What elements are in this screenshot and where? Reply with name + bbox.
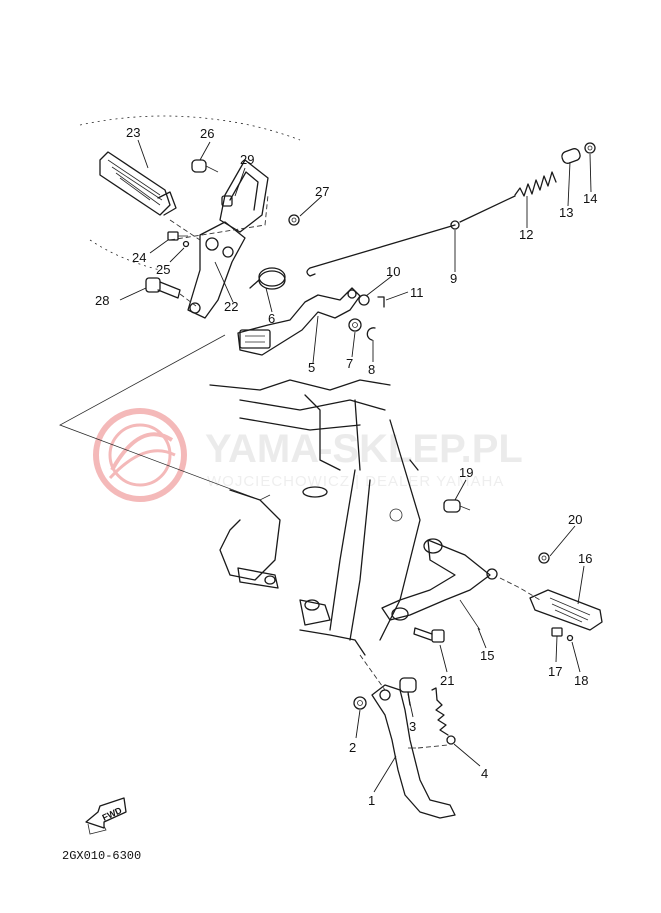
part-25-pin	[182, 240, 190, 248]
callout-14: 14	[583, 191, 597, 206]
part-15-bracket	[381, 538, 498, 631]
callout-7: 7	[346, 356, 353, 371]
part-6-spring	[249, 267, 286, 290]
part-18-pin	[566, 634, 574, 642]
part-22-bracket	[169, 194, 269, 319]
watermark-brand: YAMA-SKLEP.PL	[205, 427, 523, 471]
callout-2: 2	[349, 740, 356, 755]
callout-3: 3	[409, 719, 416, 734]
part-17-pin	[551, 627, 563, 637]
part-16-footpeg	[529, 589, 603, 631]
callout-28: 28	[95, 293, 109, 308]
part-20-nut	[538, 552, 550, 564]
part-24-bolt	[167, 231, 188, 241]
part-23-footpeg	[99, 151, 177, 216]
frame-section	[209, 379, 421, 656]
callout-19: 19	[459, 465, 473, 480]
part-12-spring	[459, 171, 557, 223]
watermark: YAMA-SKLEP.PL WOJCIECHOWICZ | DEALER YAM…	[93, 408, 523, 502]
part-5-brake-pedal	[237, 287, 361, 356]
part-11-pin	[377, 296, 385, 308]
part-8-clip	[366, 327, 376, 341]
part-13-joint	[561, 148, 581, 164]
fwd-arrow-icon	[85, 797, 127, 835]
part-10-washer	[358, 294, 370, 306]
callout-13: 13	[559, 205, 573, 220]
callout-8: 8	[368, 362, 375, 377]
callout-11: 11	[410, 285, 424, 300]
callout-12: 12	[519, 227, 533, 242]
part-7-washer	[348, 318, 362, 332]
callout-23: 23	[126, 125, 140, 140]
part-28-bolt	[145, 277, 197, 307]
part-1-sidestand	[359, 654, 456, 819]
callout-numbers: 1 2 3 4 5 6 7 8 9 10 11 12 13 14 15 16 1…	[95, 125, 597, 808]
part-21-bolt	[413, 627, 445, 643]
callout-6: 6	[268, 311, 275, 326]
callout-27: 27	[315, 184, 329, 199]
callout-25: 25	[156, 262, 170, 277]
callout-26: 26	[200, 126, 214, 141]
callout-4: 4	[481, 766, 488, 781]
fwd-label: FWD	[101, 805, 124, 823]
watermark-sub: WOJCIECHOWICZ | DEALER YAMAHA	[207, 473, 504, 490]
callout-22: 22	[224, 299, 238, 314]
part-27-nut	[288, 214, 300, 226]
part-4-spring	[417, 687, 456, 749]
callout-16: 16	[578, 551, 592, 566]
diagram-code: 2GX010-6300	[62, 849, 141, 863]
callout-10: 10	[386, 264, 400, 279]
callout-17: 17	[548, 664, 562, 679]
callout-18: 18	[574, 673, 588, 688]
watermark-logo-icon	[93, 408, 187, 502]
part-19-pin	[443, 499, 471, 513]
callout-29: 29	[240, 152, 254, 167]
callout-24: 24	[132, 250, 146, 265]
callout-15: 15	[480, 648, 494, 663]
callout-9: 9	[450, 271, 457, 286]
callout-21: 21	[440, 673, 454, 688]
part-2-nut	[353, 696, 367, 710]
leader-lines	[119, 139, 592, 793]
callout-5: 5	[308, 360, 315, 375]
part-26-pin	[191, 159, 219, 173]
callout-20: 20	[568, 512, 582, 527]
part-29-bracket	[219, 159, 269, 233]
part-9-brake-rod	[306, 220, 460, 277]
part-14-nut	[584, 142, 596, 154]
callout-1: 1	[368, 793, 375, 808]
